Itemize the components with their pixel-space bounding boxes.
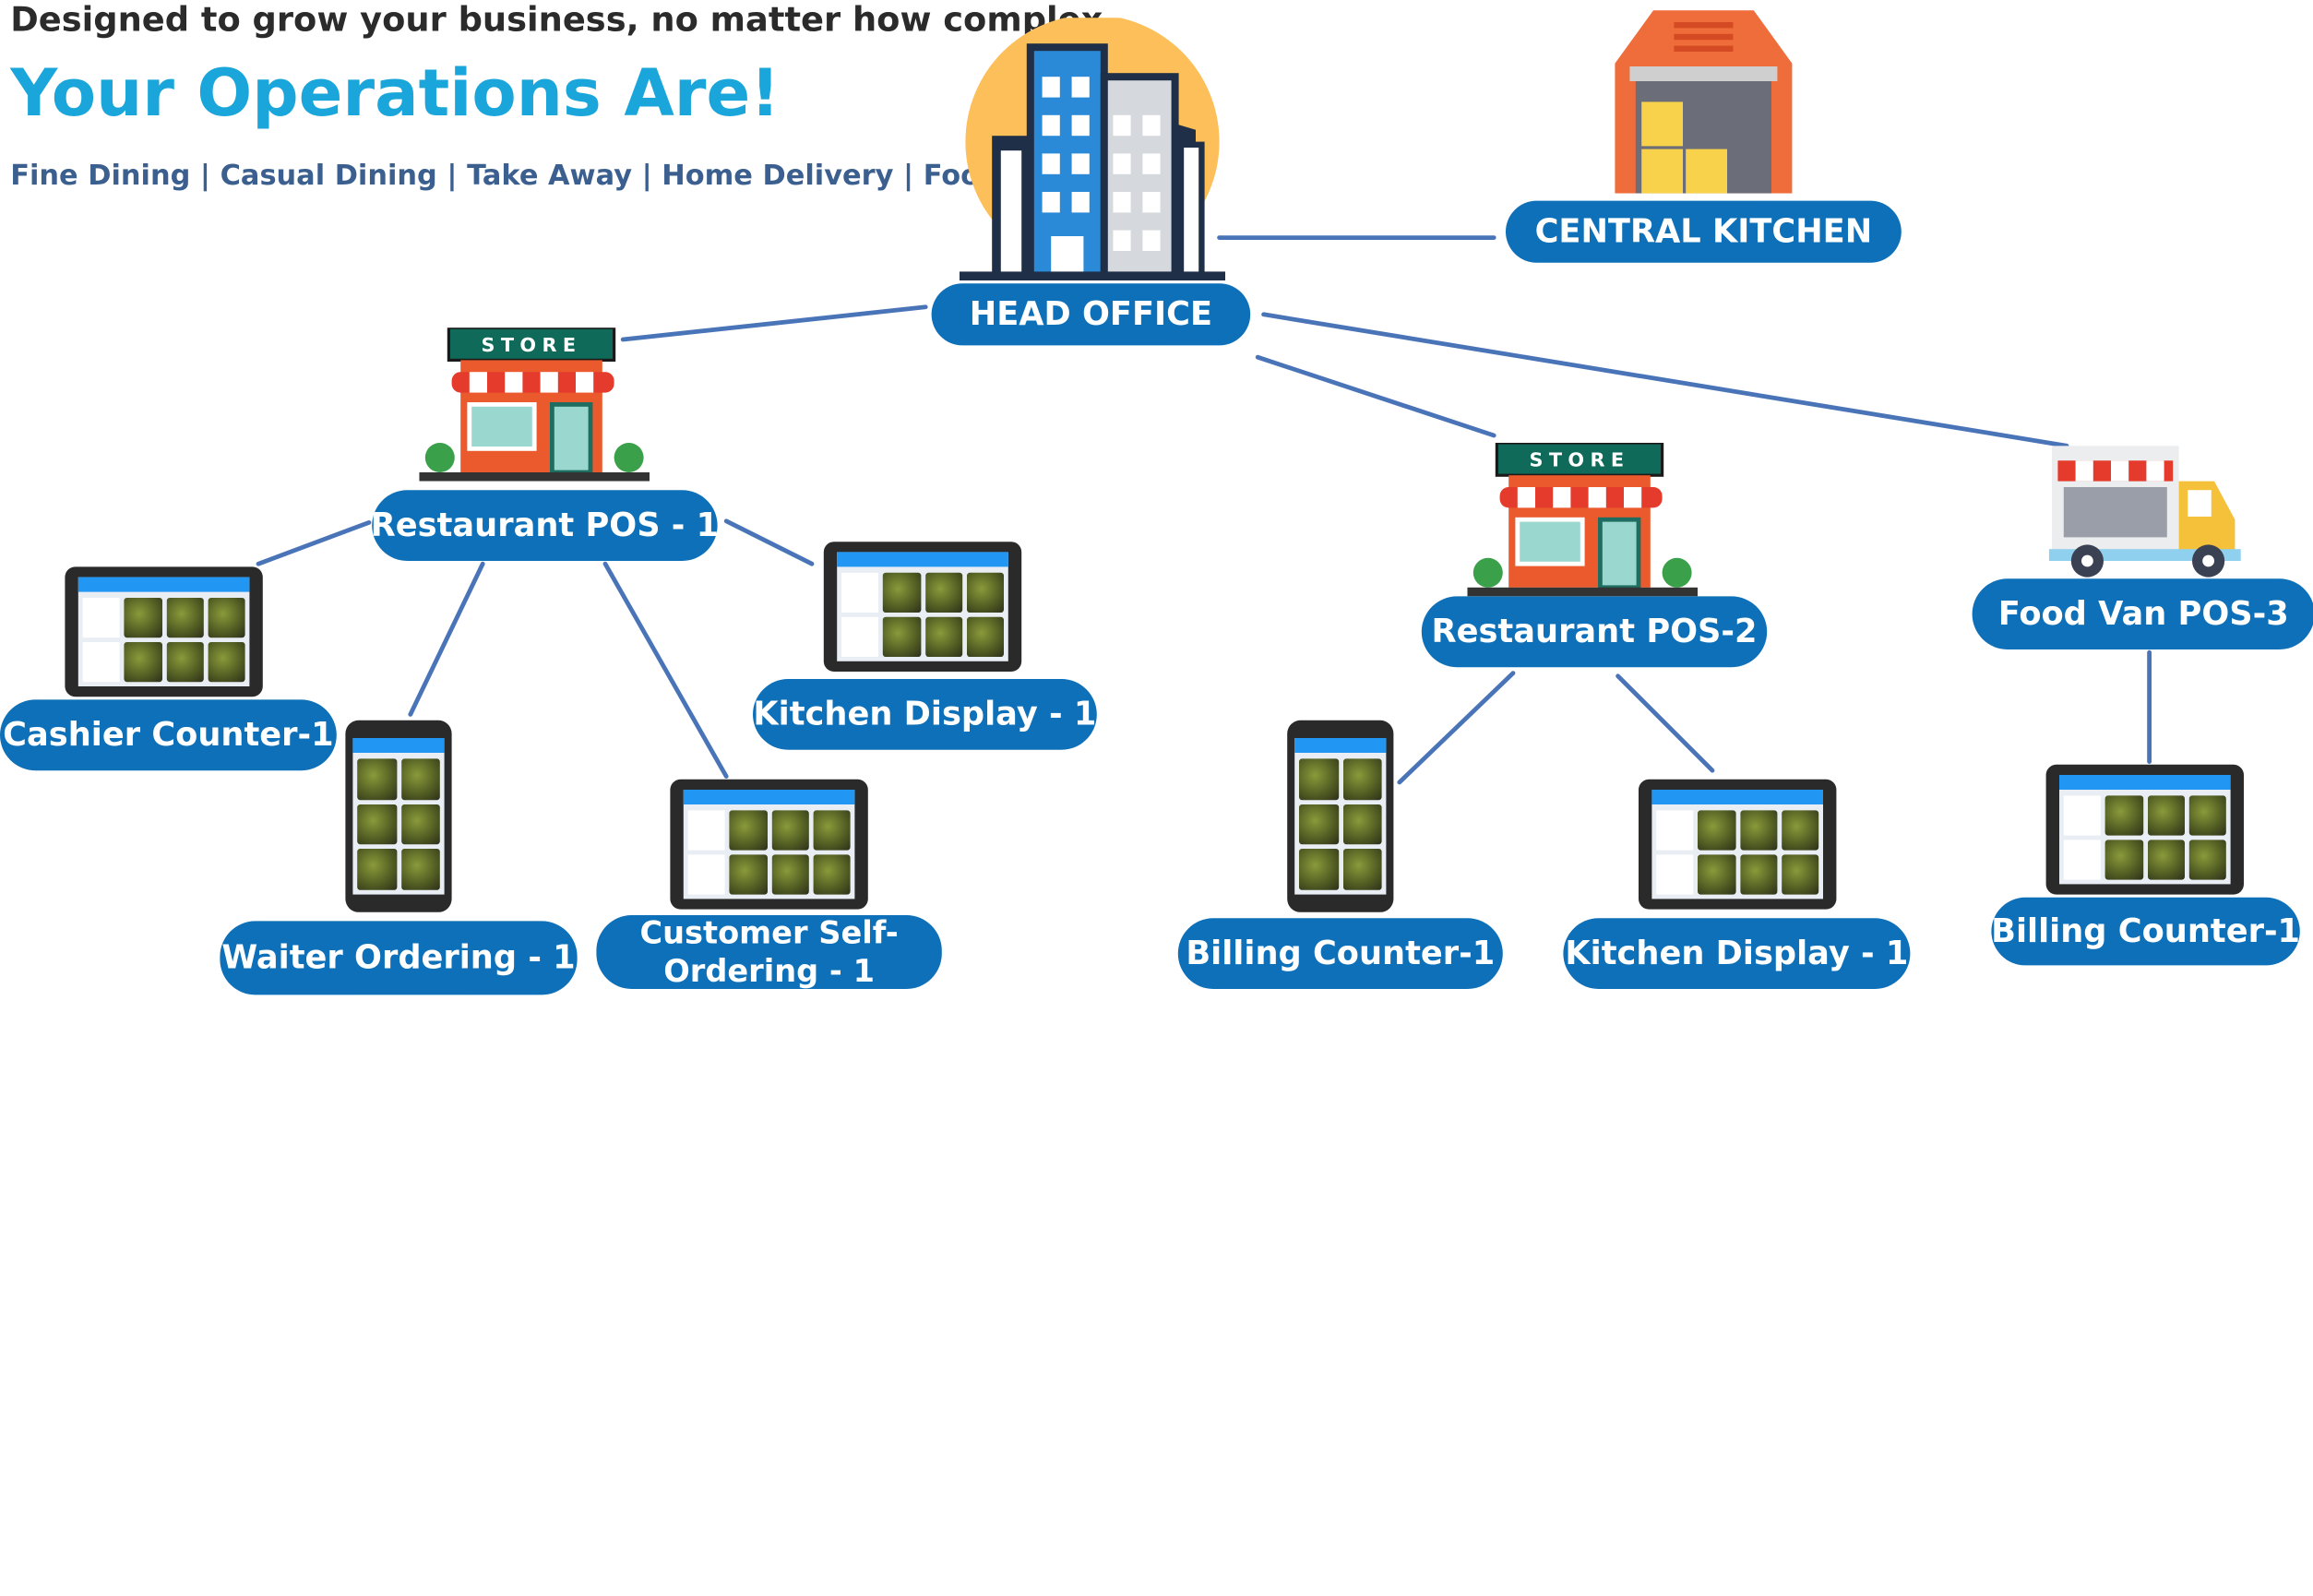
restaurant-pos-1-node[interactable]: Restaurant POS - 1 — [371, 490, 719, 561]
warehouse-icon — [1615, 10, 1793, 194]
waiter-ordering-node[interactable]: Waiter Ordering - 1 — [220, 921, 578, 995]
head-office-node[interactable]: HEAD OFFICE — [931, 283, 1251, 346]
billing-counter-node[interactable]: Billing Counter-1 — [1991, 897, 2300, 966]
food-van-pos-3-node[interactable]: Food Van POS-3 — [1972, 578, 2313, 649]
tablet-pos-icon — [670, 779, 868, 910]
cashier-counter-node[interactable]: Cashier Counter-1 — [0, 699, 337, 771]
headline: Your Operations Are! — [10, 55, 781, 132]
tagline: Designed to grow your business, no matte… — [10, 1, 1103, 41]
phone-pos-icon — [1287, 720, 1394, 912]
kitchen-display-node[interactable]: Kitchen Display - 1 — [1563, 918, 1911, 989]
store-sign-label: STORE — [481, 334, 581, 356]
connector-pos1-kitchen — [723, 518, 815, 566]
store-sign-label: STORE — [1529, 449, 1629, 471]
food-truck-icon — [2048, 446, 2241, 578]
office-building-icon — [960, 18, 1225, 280]
connector-pos1-self — [602, 561, 729, 780]
connector-pos1-cashier — [256, 520, 372, 566]
connector-lines — [256, 235, 2152, 785]
tablet-pos-icon — [65, 566, 263, 697]
customer-self-ordering-node[interactable]: Customer Self-Ordering - 1 — [596, 915, 942, 989]
connector-pos2-billing — [1397, 671, 1516, 785]
business-types: Fine Dining | Casual Dining | Take Away … — [10, 159, 1069, 192]
connector-pos1-waiter — [408, 561, 485, 717]
store-icon: STORE — [1467, 443, 1698, 597]
connector-hq-pos1 — [620, 304, 928, 342]
store-icon: STORE — [419, 328, 650, 482]
phone-pos-icon — [345, 720, 452, 912]
connector-pos2-kitchen — [1616, 673, 1715, 773]
tablet-pos-icon — [1639, 779, 1837, 910]
billing-counter-node[interactable]: Billing Counter-1 — [1177, 918, 1503, 989]
connector-hq-pos2 — [1255, 354, 1496, 438]
tablet-pos-icon — [823, 542, 1022, 672]
restaurant-pos-2-node[interactable]: Restaurant POS-2 — [1421, 596, 1768, 668]
tablet-pos-icon — [2045, 764, 2244, 895]
connector-hq-van — [1261, 312, 2069, 448]
kitchen-display-node[interactable]: Kitchen Display - 1 — [753, 679, 1097, 750]
central-kitchen-node[interactable]: CENTRAL KITCHEN — [1506, 200, 1902, 263]
